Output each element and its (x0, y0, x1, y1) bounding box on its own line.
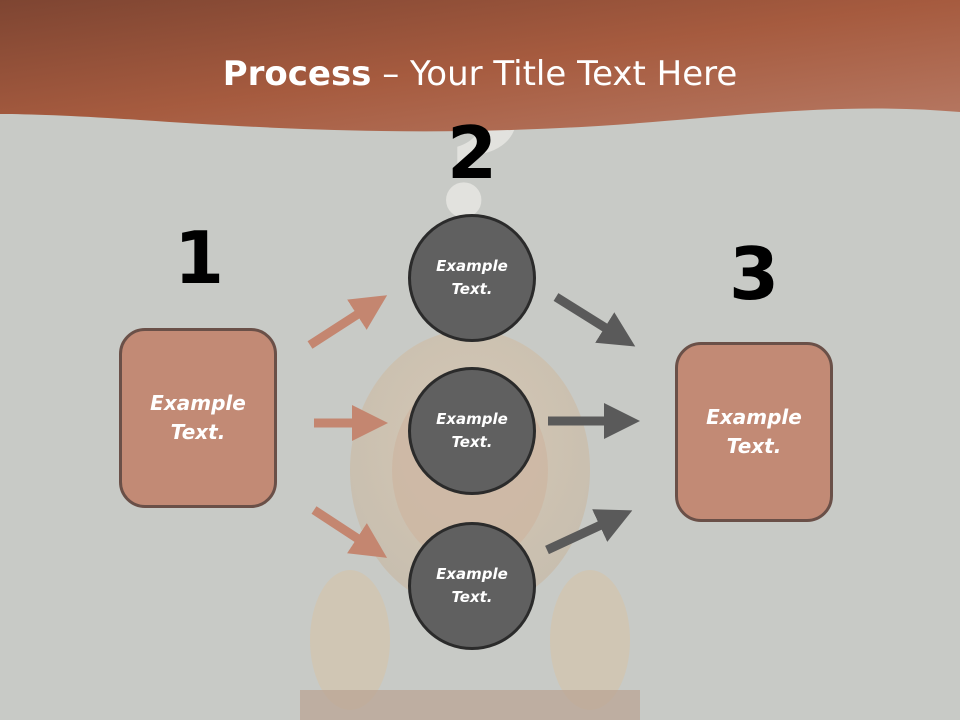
step-number-1: 1 (173, 216, 225, 300)
step-1-box: Example Text. (119, 328, 277, 508)
step-2-circle-bottom: Example Text. (408, 522, 536, 650)
arrow-1-to-2a (307, 295, 388, 349)
step-3-text: Example Text. (706, 405, 802, 458)
step-1-text: Example Text. (150, 391, 246, 444)
step-3-box: Example Text. (675, 342, 833, 522)
title-bold: Process (222, 54, 372, 94)
circle-top-text: Example Text. (436, 257, 508, 298)
step-number-3: 3 (728, 232, 780, 316)
arrow-1-to-2c (311, 506, 388, 558)
circle-middle-text: Example Text. (436, 410, 508, 451)
header-band (0, 0, 960, 132)
step-number-2: 2 (446, 111, 498, 195)
page-title: Process – Your Title Text Here (0, 52, 960, 96)
title-rest: – Your Title Text Here (371, 54, 738, 94)
step-2-circle-top: Example Text. (408, 214, 536, 342)
arrow-2c-to-3 (545, 509, 633, 555)
step-2-circle-middle: Example Text. (408, 367, 536, 495)
circle-bottom-text: Example Text. (436, 565, 508, 606)
arrow-2a-to-3 (553, 293, 636, 347)
